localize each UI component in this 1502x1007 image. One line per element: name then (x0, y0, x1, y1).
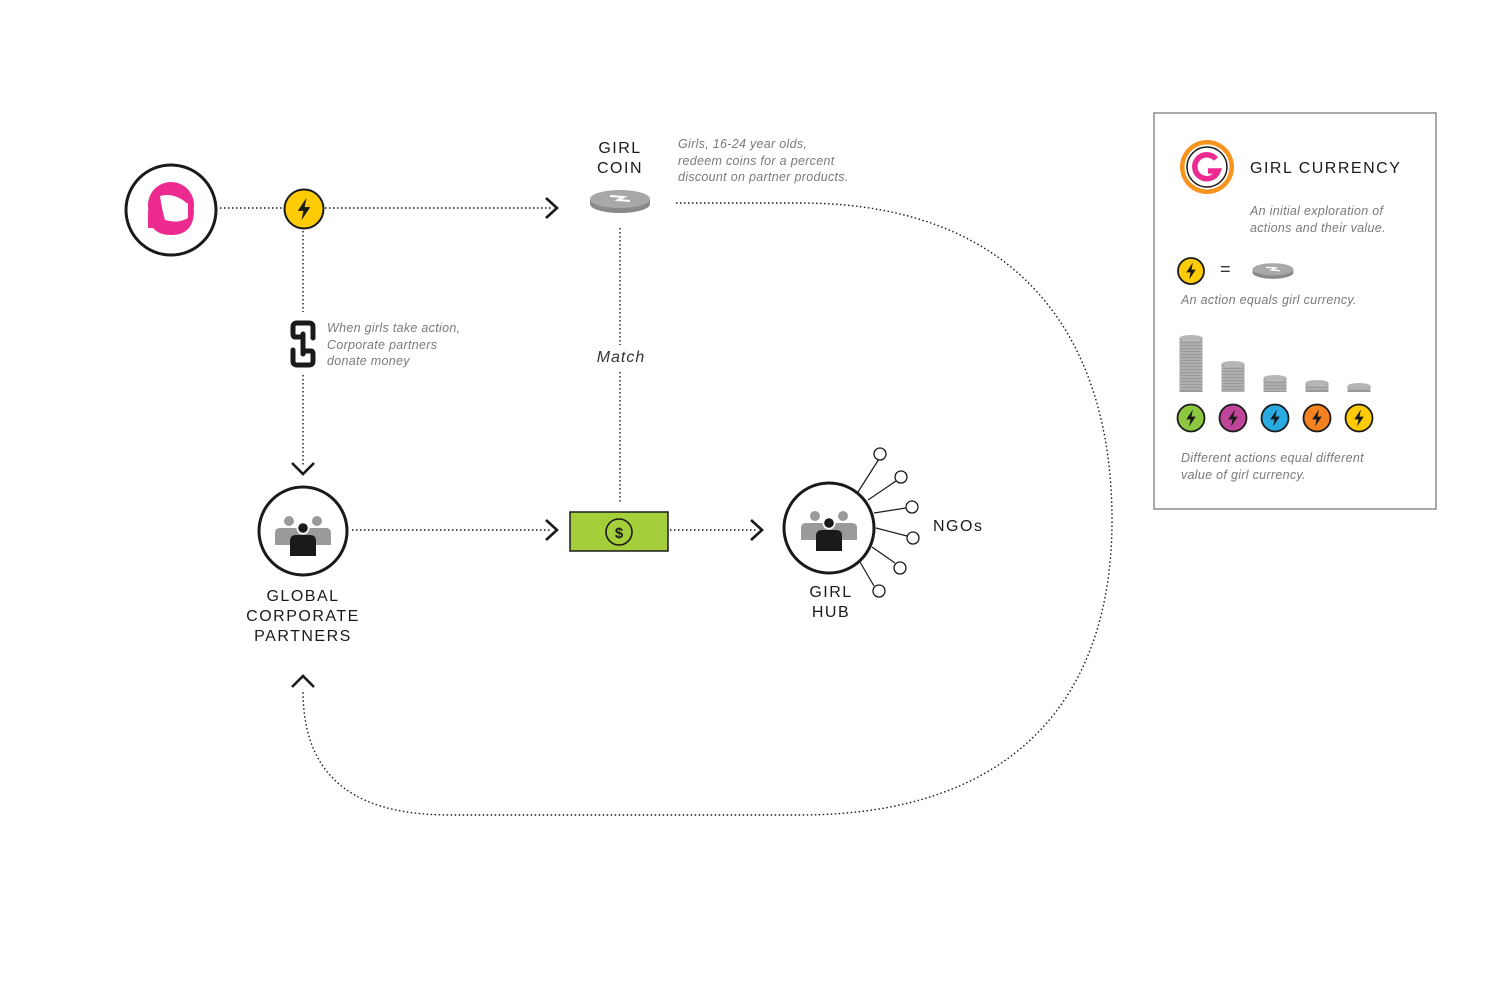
action-lightning-icon (1218, 403, 1248, 433)
match-label: Match (596, 349, 646, 366)
ngo-nodes (872, 447, 920, 598)
link-note: When girls take action, Corporate partne… (327, 321, 461, 368)
ngos-label: NGOs (933, 518, 984, 535)
equation-caption: An action equals girl currency. (1181, 293, 1357, 307)
arrowheads (291, 197, 764, 688)
girl-hub-icon (782, 447, 920, 598)
legend-subtitle: An initial exploration of actions and th… (1250, 204, 1386, 235)
connectors (220, 202, 1113, 816)
coin-icon (590, 190, 650, 213)
coin-stack (1221, 361, 1245, 392)
arrow-right-icon (545, 197, 559, 219)
chain-link-icon (290, 320, 316, 368)
arrow-down-icon (291, 462, 315, 476)
action-lightning-icon (1176, 403, 1206, 433)
legend-bottom-caption: Different actions equal different value … (1181, 451, 1364, 482)
coin-stack (1263, 375, 1287, 392)
arrow-right-icon (750, 519, 764, 541)
coin-stack (1305, 380, 1329, 392)
corporate-partners-icon (257, 485, 349, 577)
legend-coin-icon (1252, 263, 1294, 279)
g-logo-icon (1180, 140, 1234, 194)
girl-avatar-icon (124, 163, 218, 257)
svg-text:$: $ (615, 525, 624, 542)
girl-hub-label: GIRL HUB (809, 584, 853, 621)
legend-lightning-icon (1177, 257, 1205, 285)
equals-sign: = (1220, 259, 1231, 279)
coin-stack (1179, 335, 1203, 392)
lightning-icon (283, 188, 325, 230)
action-lightning-icon (1302, 403, 1332, 433)
legend-title: GIRL CURRENCY (1250, 160, 1402, 177)
legend-panel (1153, 112, 1437, 510)
action-lightning-icon (1344, 403, 1374, 433)
arrow-right-icon (545, 519, 559, 541)
girl-coin-label: GIRL COIN (597, 140, 643, 177)
action-icons (1176, 403, 1374, 433)
coin-stacks (1179, 335, 1371, 392)
girl-coin-note: Girls, 16-24 year olds, redeem coins for… (678, 137, 849, 184)
arrow-up-icon (291, 674, 315, 688)
action-lightning-icon (1260, 403, 1290, 433)
coin-stack (1347, 383, 1371, 392)
corporate-partners-label: GLOBAL CORPORATE PARTNERS (246, 588, 360, 645)
dollar-bill-icon: $ (569, 511, 669, 552)
